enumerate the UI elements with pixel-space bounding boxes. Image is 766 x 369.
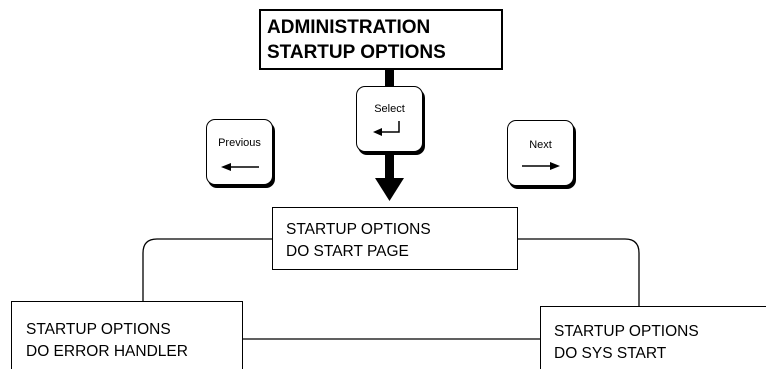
arrow-left-icon xyxy=(221,163,259,171)
connector-right-branch xyxy=(518,238,640,306)
enter-return-icon xyxy=(373,121,400,136)
previous-key: Previous xyxy=(206,119,273,185)
flow-connector-top xyxy=(385,68,394,88)
node-title-line1: STARTUP OPTIONS xyxy=(286,221,431,238)
node-do-error-handler: STARTUP OPTIONS DO ERROR HANDLER xyxy=(11,301,243,369)
arrow-right-icon xyxy=(522,162,560,170)
node-do-start-page: STARTUP OPTIONS DO START PAGE xyxy=(272,207,518,270)
select-key-label: Select xyxy=(374,103,405,115)
node-title-line1: ADMINISTRATION xyxy=(267,17,431,38)
next-key: Next xyxy=(507,120,574,186)
flow-arrow-shaft xyxy=(385,152,394,179)
flow-arrow-head xyxy=(375,178,404,201)
node-title-line2: STARTUP OPTIONS xyxy=(267,42,446,63)
next-key-label: Next xyxy=(529,139,552,151)
node-title-line2: DO START PAGE xyxy=(286,243,409,260)
node-administration-startup-options: ADMINISTRATION STARTUP OPTIONS xyxy=(259,9,503,70)
node-title-line2: DO ERROR HANDLER xyxy=(26,343,188,360)
node-title-line1: STARTUP OPTIONS xyxy=(26,321,171,338)
previous-key-label: Previous xyxy=(218,137,261,149)
select-key: Select xyxy=(356,86,423,152)
connector-left-branch xyxy=(142,238,272,301)
node-do-sys-start: STARTUP OPTIONS DO SYS START xyxy=(540,306,766,369)
node-title-line2: DO SYS START xyxy=(554,345,667,362)
node-title-line1: STARTUP OPTIONS xyxy=(554,323,699,340)
